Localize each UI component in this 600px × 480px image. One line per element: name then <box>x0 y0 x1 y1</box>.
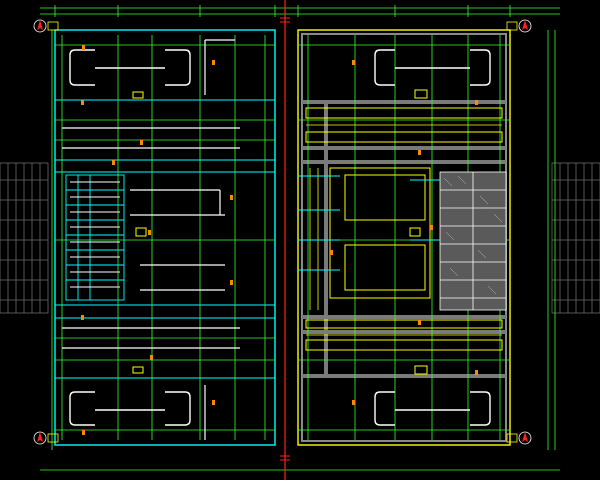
right-bottom-u-wall-a <box>374 391 395 426</box>
right-tank-plan <box>297 29 511 446</box>
north-arrow-icon <box>33 19 59 33</box>
left-tank-outline <box>54 29 276 446</box>
right-filter-bank <box>439 171 507 311</box>
north-arrow-icon <box>33 431 59 445</box>
left-grid <box>55 35 275 440</box>
left-tank-plan <box>54 29 276 446</box>
right-pipes <box>298 175 440 271</box>
dimension-ticks <box>54 5 511 17</box>
left-channel-walls <box>70 181 120 288</box>
right-bottom-u-wall-b <box>470 391 491 426</box>
north-arrow-icon <box>506 19 532 33</box>
left-bottom-u-wall-a <box>69 391 95 426</box>
left-horizontal-dividers <box>55 99 275 379</box>
external-building-left <box>0 162 49 314</box>
left-channel-bank <box>65 174 125 301</box>
center-axis <box>280 0 290 480</box>
north-arrow-icon <box>506 431 532 445</box>
left-top-u-wall-b <box>165 49 191 86</box>
left-bottom-u-wall-b <box>165 391 191 426</box>
left-equipment-markers <box>81 45 233 435</box>
right-top-u-wall-b <box>470 49 491 86</box>
right-tank-outline <box>297 29 511 446</box>
dimension-lines <box>40 7 560 471</box>
left-top-u-wall-a <box>69 49 95 86</box>
right-valve-boxes <box>409 89 428 375</box>
right-wall-bands <box>302 100 506 378</box>
right-yellow-walls <box>305 107 503 351</box>
right-equipment-markers <box>330 60 478 405</box>
external-building-right <box>551 162 600 314</box>
left-internal-walls <box>62 39 240 440</box>
left-valve-boxes <box>132 91 147 374</box>
right-top-u-wall-a <box>374 49 395 86</box>
right-yellow-lines <box>306 124 502 336</box>
